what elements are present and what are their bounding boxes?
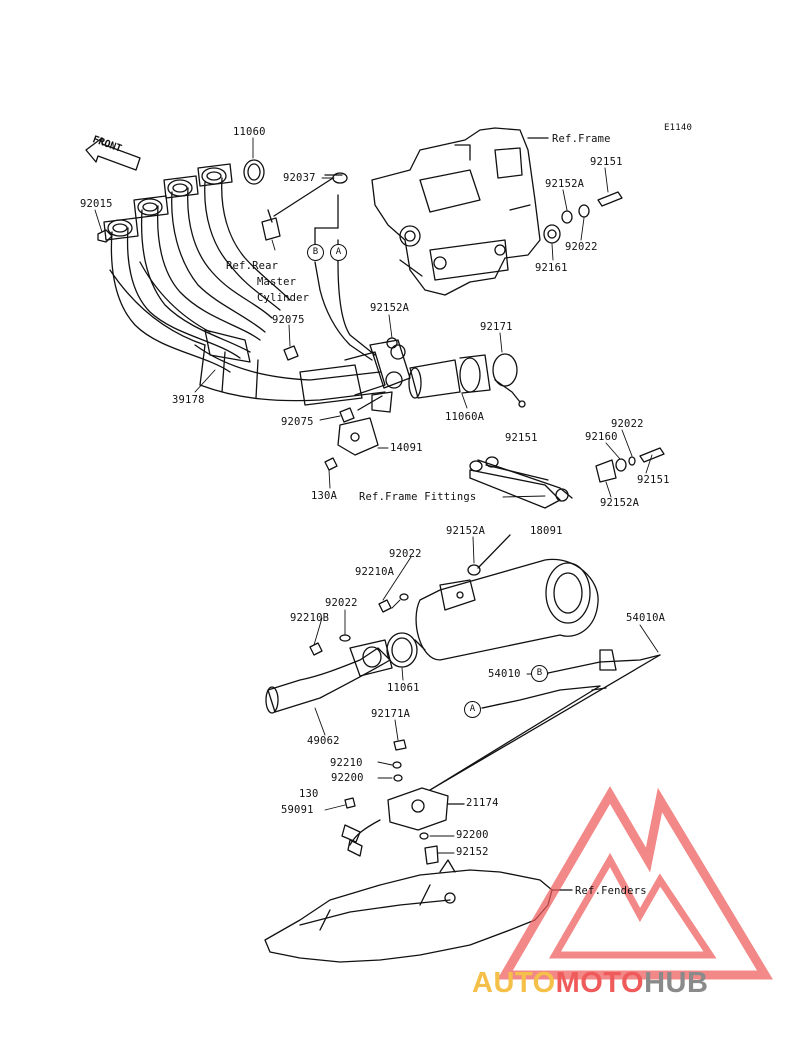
part-label-39178: 39178 [172,394,205,406]
ref-rear-master-cylinder-line3: Cylinder [257,292,310,304]
part-label-59091: 59091 [281,804,314,816]
part-label-130: 130 [299,788,319,800]
part-label-18091: 18091 [530,525,563,537]
ref-frame-fittings-label: Ref.Frame Fittings [359,491,477,503]
bracket-92037 [261,172,348,241]
bolt-130A [324,457,338,471]
watermark-part-auto: AUTO [472,967,556,999]
connector-pipe-11060A [408,354,491,399]
ref-frame-label: Ref.Frame [552,133,611,145]
connector-pipe-49062 [265,639,393,714]
part-label-92022-top: 92022 [565,241,598,253]
part-label-54010A: 54010A [626,612,666,624]
watermark-part-hub: HUB [644,967,709,999]
diagram-code: E1140 [664,123,693,133]
ref-rear-master-cylinder-line1: Ref.Rear [226,260,279,272]
ref-rear-master-cylinder-line2: Master [257,276,297,288]
part-label-92022-right: 92022 [611,418,644,430]
part-label-92151-top: 92151 [590,156,623,168]
part-label-11060: 11060 [233,126,266,138]
valve-actuator-21174 [341,787,465,857]
part-label-92152A-right: 92152A [600,497,640,509]
part-label-92171A: 92171A [371,708,411,720]
part-label-92151-mid: 92151 [505,432,538,444]
part-label-14091: 14091 [390,442,423,454]
nut-92015 [97,229,113,243]
frame-outline [371,127,549,296]
part-label-92210: 92210 [330,757,363,769]
clamp-92171 [492,353,526,408]
marker-circle-b-upper: B [307,244,324,261]
part-label-11061: 11061 [387,682,420,694]
watermark-text: AUTOMOTOHUB [472,967,708,1000]
gasket-11060 [243,159,265,185]
part-label-49062: 49062 [307,735,340,747]
bracket-14091 [337,417,379,456]
part-label-92152: 92152 [456,846,489,858]
marker-circle-b-lower: B [531,665,548,682]
part-label-92151-right: 92151 [637,474,670,486]
part-label-92075-lower: 92075 [281,416,314,428]
frame-fasteners-upper [543,191,623,244]
part-label-11060A: 11060A [445,411,485,423]
nut-92075-upper [283,345,299,361]
frame-fittings-fasteners [595,447,665,483]
part-label-92200-lower: 92200 [456,829,489,841]
part-label-54010: 54010 [488,668,521,680]
marker-circle-a-lower: A [464,701,481,718]
part-label-92022-lower1: 92022 [389,548,422,560]
exhaust-valve-joint [357,339,411,413]
marker-circle-a-upper: A [330,244,347,261]
part-label-92152A-top: 92152A [545,178,585,190]
exhaust-header-pipes [103,163,386,406]
nut-92075-lower [339,407,355,423]
part-label-92152A-lower: 92152A [446,525,486,537]
part-label-92171: 92171 [480,321,513,333]
part-label-21174: 21174 [466,797,499,809]
part-label-92210B: 92210B [290,612,330,624]
gasket-11061 [386,632,418,668]
part-label-92160: 92160 [585,431,618,443]
part-label-92037: 92037 [283,172,316,184]
part-label-130A: 130A [311,490,338,502]
part-label-92200-upper: 92200 [331,772,364,784]
watermark-part-moto: MOTO [555,967,645,999]
control-cables-upper [314,194,376,361]
frame-fittings-bracket [469,456,573,509]
front-arrow-icon [85,137,141,171]
muffler-18091 [414,558,599,661]
washer-92152A-upper [386,337,398,349]
watermark-logo-icon [497,786,773,980]
part-label-92022-lower2: 92022 [325,597,358,609]
part-label-92161: 92161 [535,262,568,274]
ref-fenders-label: Ref.Fenders [575,885,647,897]
part-label-92075-upper: 92075 [272,314,305,326]
control-cables-lower [429,649,661,791]
part-label-92015: 92015 [80,198,113,210]
small-fasteners-lower [344,739,439,865]
part-label-92210A: 92210A [355,566,395,578]
part-label-92152A-mid: 92152A [370,302,410,314]
